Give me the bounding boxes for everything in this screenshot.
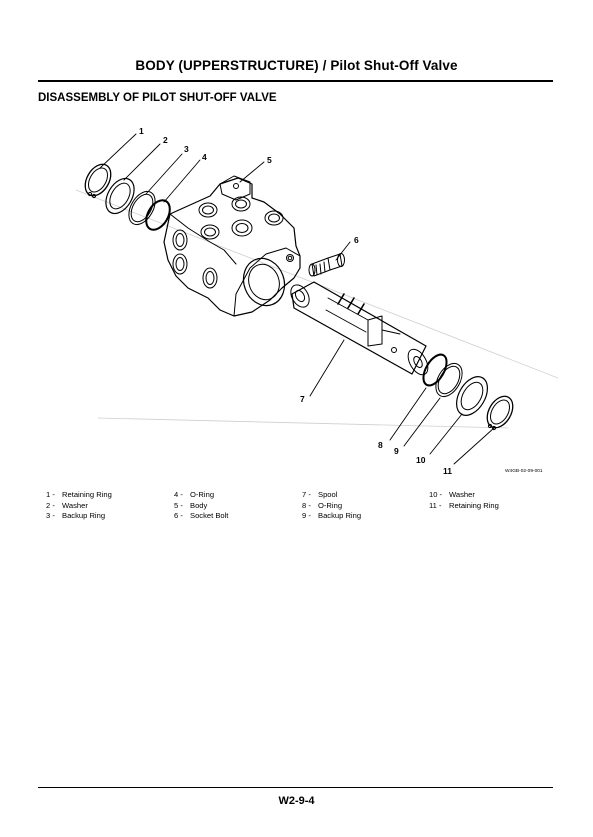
exploded-view-figure: 1 2 3 4 5 6 7 8 9 10 11 (38, 118, 558, 486)
legend-column: 10 - Washer 11 - Retaining Ring (429, 490, 499, 511)
legend-item: 9 - Backup Ring (302, 511, 361, 522)
legend-item: 5 - Body (174, 501, 228, 512)
legend-name: Backup Ring (62, 511, 106, 520)
legend-name: Spool (318, 490, 338, 499)
backup-ring-right-part (435, 362, 463, 398)
figure-shading (75, 189, 558, 429)
legend-column: 7 - Spool 8 - O-Ring 9 - Backup Ring (302, 490, 361, 522)
retaining-ring-left-part (84, 163, 112, 199)
legend-item: 2 - Washer (46, 501, 112, 512)
legend-name: Retaining Ring (62, 490, 112, 499)
legend-number: 9 - (302, 511, 311, 520)
legend-name: O-Ring (190, 490, 215, 499)
legend-item: 3 - Backup Ring (46, 511, 112, 522)
page-header-title: BODY (UPPERSTRUCTURE) / Pilot Shut-Off V… (135, 58, 458, 73)
legend-number: 11 - (429, 500, 442, 510)
callout-4: 4 (202, 152, 207, 162)
legend-number: 1 - (46, 490, 55, 499)
legend-number: 3 - (46, 511, 55, 520)
exploded-view-drawing: 1 2 3 4 5 6 7 8 9 10 11 (75, 126, 558, 476)
backup-ring-left-part (128, 190, 156, 226)
callout-6: 6 (354, 235, 359, 245)
callout-3: 3 (184, 144, 189, 154)
legend-name: Backup Ring (318, 511, 362, 520)
footer-divider (38, 787, 553, 788)
legend-item: 8 - O-Ring (302, 501, 361, 512)
callout-2: 2 (163, 135, 168, 145)
legend-number: 4 - (174, 490, 183, 499)
header-divider (38, 80, 553, 82)
legend-number: 5 - (174, 500, 183, 510)
callout-leader-lines (99, 133, 495, 465)
legend-item: 6 - Socket Bolt (174, 511, 228, 522)
legend-number: 6 - (174, 511, 183, 520)
callout-5: 5 (267, 155, 272, 165)
legend-column: 4 - O-Ring 5 - Body 6 - Socket Bolt (174, 490, 228, 522)
callout-10: 10 (416, 455, 426, 465)
legend-name: Retaining Ring (449, 500, 499, 510)
parts-legend: 1 - Retaining Ring 2 - Washer 3 - Backup Ri… (46, 490, 546, 526)
legend-number: 2 - (46, 500, 55, 510)
legend-number: 8 - (302, 500, 311, 510)
figure-id: W4GB-02-09-001 (505, 469, 543, 474)
legend-item: 11 - Retaining Ring (429, 501, 499, 512)
legend-name: Washer (449, 490, 475, 499)
callout-1: 1 (139, 126, 144, 136)
retaining-ring-right-part (486, 395, 514, 431)
legend-item: 7 - Spool (302, 490, 361, 501)
spool-part (290, 281, 429, 376)
callout-7: 7 (300, 394, 305, 404)
legend-item: 10 - Washer (429, 490, 499, 501)
section-title: DISASSEMBLY OF PILOT SHUT-OFF VALVE (38, 92, 277, 104)
callout-9: 9 (394, 446, 399, 456)
legend-item: 1 - Retaining Ring (46, 490, 112, 501)
legend-name: Socket Bolt (190, 511, 229, 520)
legend-name: Washer (62, 500, 88, 510)
legend-name: O-Ring (318, 500, 343, 510)
o-ring-right-part (422, 353, 448, 387)
legend-column: 1 - Retaining Ring 2 - Washer 3 - Backup Ri… (46, 490, 112, 522)
valve-body-part (163, 175, 301, 317)
callout-11: 11 (443, 466, 452, 476)
legend-number: 7 - (302, 490, 311, 499)
page-number: W2-9-4 (278, 795, 315, 807)
callout-8: 8 (378, 440, 383, 450)
legend-number: 10 - (429, 490, 443, 499)
washer-left-part (105, 177, 135, 215)
o-ring-left-part (145, 199, 171, 231)
legend-item: 4 - O-Ring (174, 490, 228, 501)
socket-bolt-part (308, 253, 345, 277)
legend-name: Body (190, 500, 208, 510)
